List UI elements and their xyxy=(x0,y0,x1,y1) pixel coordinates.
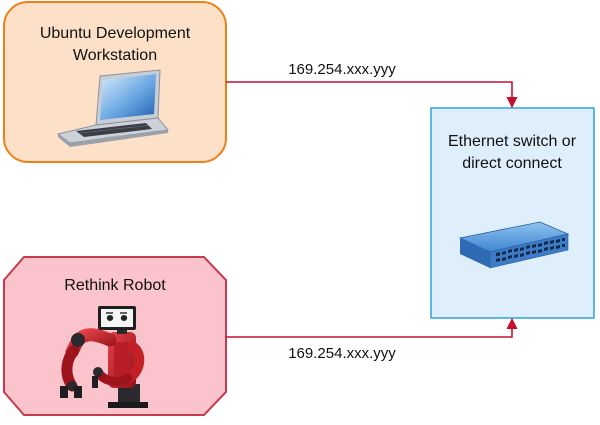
bottom-connection-label: 169.254.xxx.yyy xyxy=(288,345,396,362)
laptop-icon xyxy=(56,69,169,147)
top-connection-line xyxy=(226,81,518,109)
switch-node: Ethernet switch or direct connect xyxy=(430,107,595,319)
bottom-connection-line xyxy=(226,317,518,338)
workstation-title-line2: Workstation xyxy=(73,47,157,64)
workstation-node: Ubuntu Development Workstation xyxy=(3,1,227,163)
network-switch-icon xyxy=(458,221,570,269)
workstation-title-line1: Ubuntu Development xyxy=(40,25,191,42)
top-connection-label: 169.254.xxx.yyy xyxy=(288,61,396,78)
switch-title-line2: direct connect xyxy=(462,155,562,172)
switch-box xyxy=(430,107,595,319)
robot-label: Rethink Robot xyxy=(64,277,166,294)
bottom-connection: 169.254.xxx.yyy xyxy=(226,317,518,362)
switch-title-line1: Ethernet switch or xyxy=(448,133,577,150)
robot-node: Rethink Robot xyxy=(3,256,227,416)
robot-icon xyxy=(60,306,148,408)
top-connection: 169.254.xxx.yyy xyxy=(226,61,518,109)
